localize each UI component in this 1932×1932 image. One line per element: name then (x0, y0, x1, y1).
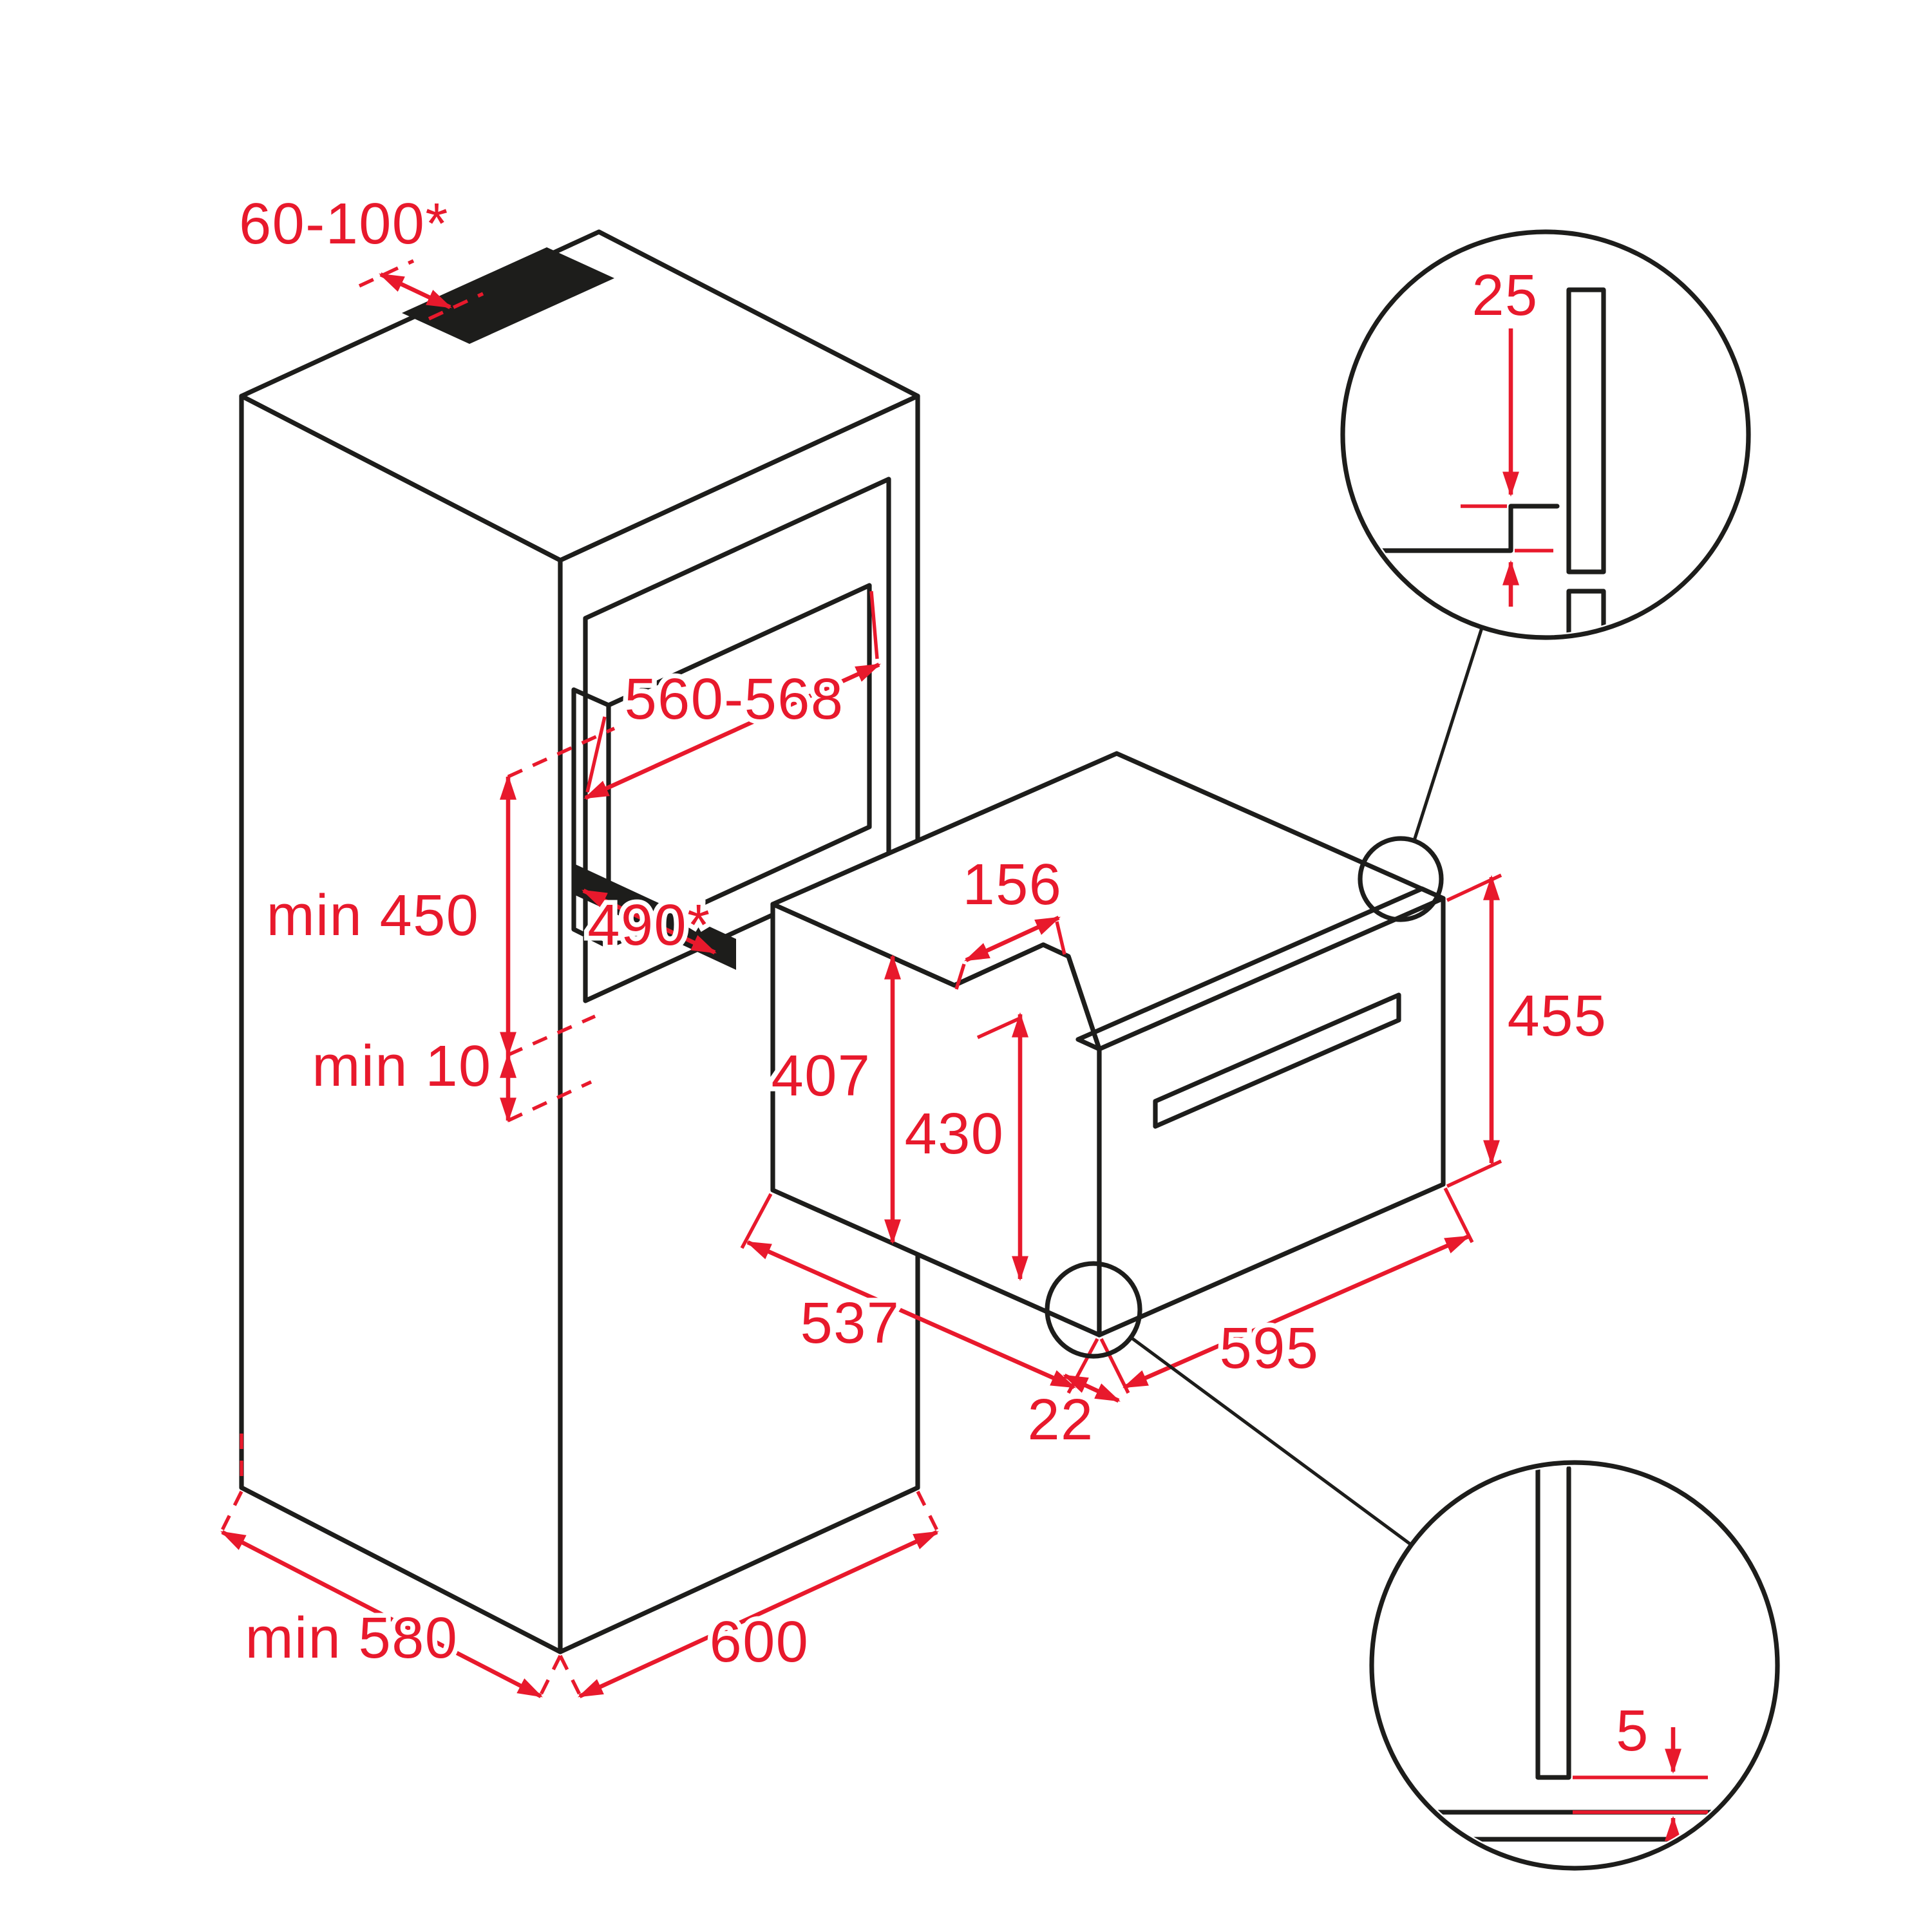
detail-bottom-door-edge (1535, 1466, 1571, 1780)
detail-circle-bottom (1369, 1460, 1780, 1871)
dim-label-detail-top: 25 (1472, 263, 1538, 328)
cabinet-width-arrow (578, 1530, 939, 1698)
dim-label-body-depth: 537 (800, 1291, 900, 1356)
dim-label-cabinet-depth: min 580 (245, 1606, 459, 1671)
dim-label-door-thickness: 22 (1027, 1388, 1094, 1452)
dim-label-detail-bottom: 5 (1616, 1699, 1649, 1763)
cabinet-depth-extension-lines (216, 1434, 562, 1703)
oven-dimensions: 156 407 430 455 537 595 22 (740, 848, 1611, 1457)
vent-gap-arrow (379, 272, 452, 309)
dim-label-front-width: 595 (1220, 1316, 1320, 1381)
dim-label-inner-height: 430 (905, 1102, 1005, 1166)
detail-top: 25 (1347, 259, 1606, 634)
front-width-arrow (1122, 1234, 1470, 1390)
leader-line-top (1412, 627, 1484, 841)
dim-label-front-height: 455 (1508, 984, 1607, 1048)
cabinet-left-face (239, 393, 563, 1654)
detail-bottom-extension-lines (1573, 1776, 1708, 1814)
detail-circle-top (1340, 229, 1751, 640)
niche-height-extension-lines (507, 726, 616, 1057)
dim-label-niche-width: 560-568 (625, 667, 844, 732)
callout-ring-top (1358, 836, 1444, 922)
niche-depth-arrow (582, 889, 717, 954)
oven-front-face (1097, 896, 1446, 1338)
detail-top-extension-lines (1461, 504, 1553, 553)
clearance-extension-line (507, 1080, 592, 1122)
cabinet-width-extension-lines (558, 1490, 943, 1703)
callout-ring-bottom (1045, 1261, 1142, 1359)
recess-arrow (964, 916, 1061, 962)
door-thickness-arrow (1063, 1374, 1121, 1403)
cabinet-depth-arrow (220, 1530, 543, 1698)
detail-top-cabinet-edge (1347, 504, 1560, 553)
niche-width-arrow (583, 662, 881, 800)
oven-handle (1153, 992, 1401, 1129)
dim-label-recess: 156 (963, 853, 1063, 917)
cabinet-dimensions: 60-100* 560-568 min 450 490* min 10 min … (216, 187, 943, 1703)
dim-label-vent-gap: 60-100* (239, 192, 449, 256)
detail-top-door-panel (1566, 287, 1606, 634)
dim-label-niche-height: min 450 (267, 884, 480, 948)
dim-label-body-height: 407 (772, 1044, 871, 1108)
leader-line-bottom (1129, 1335, 1414, 1548)
dim-label-clearance: min 10 (312, 1034, 491, 1099)
vent-gap-extension-lines (358, 259, 484, 321)
dim-label-niche-depth: 490* (587, 893, 710, 958)
body-depth-arrow (746, 1240, 1076, 1390)
vent-slot (402, 247, 614, 344)
dim-label-cabinet-width: 600 (710, 1610, 810, 1674)
niche-opening (606, 583, 872, 949)
